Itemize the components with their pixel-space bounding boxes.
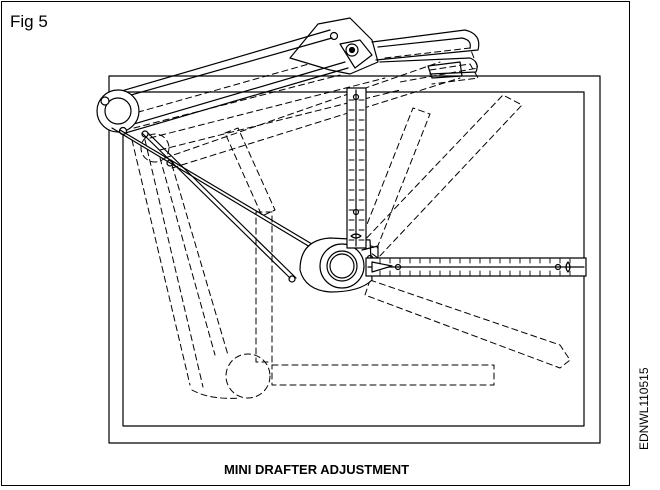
protractor-head-icon — [299, 237, 385, 293]
scale-icon — [365, 257, 587, 277]
scale-icon — [346, 87, 367, 249]
figure-caption: MINI DRAFTER ADJUSTMENT — [223, 462, 410, 477]
figure-label: Fig 5 — [10, 12, 48, 31]
mini-drafter-icon — [96, 17, 480, 283]
